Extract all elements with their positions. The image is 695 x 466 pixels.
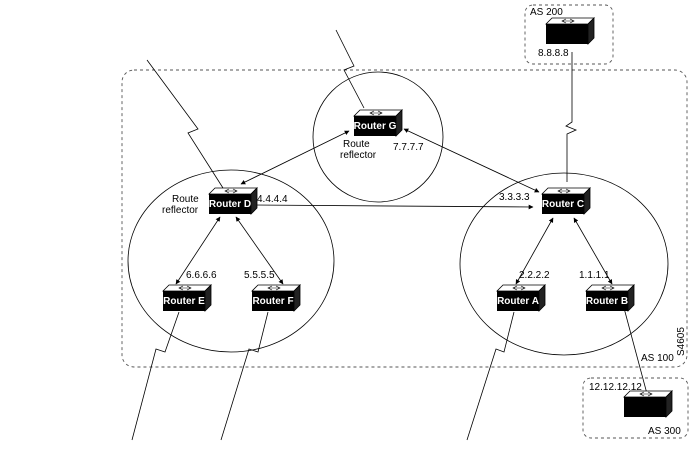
address-as200: 8.8.8.8 [538,48,569,59]
figure-id: S4605 [676,327,687,356]
as200-boundary [524,4,614,65]
router-b-label: Router B [586,296,628,307]
external-link-g [335,29,365,109]
router-e: Router E [162,284,212,312]
cluster-c-circle [459,172,669,356]
router-g: Router G [353,109,403,137]
address-g: 7.7.7.7 [393,142,424,153]
cluster-g-circle [312,71,444,203]
route-reflector-d-line1: Route [172,194,199,205]
external-link-e [131,311,180,441]
peering-c-b [573,217,613,285]
as300-boundary [582,377,689,439]
external-link-as300 [623,307,651,406]
peering-g-d [240,130,350,185]
address-as300: 12.12.12.12 [589,382,642,393]
route-reflector-g-line2: reflector [340,150,377,161]
as100-label: AS 100 [641,353,674,364]
route-reflector-g-line1: Route [343,139,370,150]
as100-boundary [121,69,688,368]
router-a-label: Router A [497,296,539,307]
peering-d-c [251,202,534,210]
address-f: 5.5.5.5 [244,270,275,281]
router-g-label: Router G [354,121,397,132]
address-e: 6.6.6.6 [186,270,217,281]
cluster-d-circle [127,169,335,353]
address-b: 1.1.1.1 [579,270,610,281]
router-a: Router A [496,284,546,312]
external-link-d [146,59,224,189]
router-c: Router C [541,187,591,215]
router-e-label: Router E [163,296,205,307]
router-c-label: Router C [542,199,584,210]
router-b: Router B [585,284,635,312]
external-link-a [466,311,515,441]
peering-d-e [175,216,221,285]
router-d: Router D [208,187,258,215]
router-f-label: Router F [252,296,293,307]
peering-c-a [515,217,554,285]
router-as200 [545,17,595,45]
address-d: 4.4.4.4 [257,194,288,205]
peering-g-c [403,128,540,193]
as200-label: AS 200 [530,7,563,18]
address-c: 3.3.3.3 [499,192,530,203]
external-link-f [220,311,269,441]
peering-d-f [235,216,284,285]
router-as300 [623,390,673,418]
as300-label: AS 300 [648,426,681,437]
router-d-label: Router D [209,199,251,210]
route-reflector-d-line2: reflector [162,205,199,216]
external-link-as200 [565,52,578,182]
address-a: 2.2.2.2 [519,270,550,281]
router-f: Router F [251,284,301,312]
